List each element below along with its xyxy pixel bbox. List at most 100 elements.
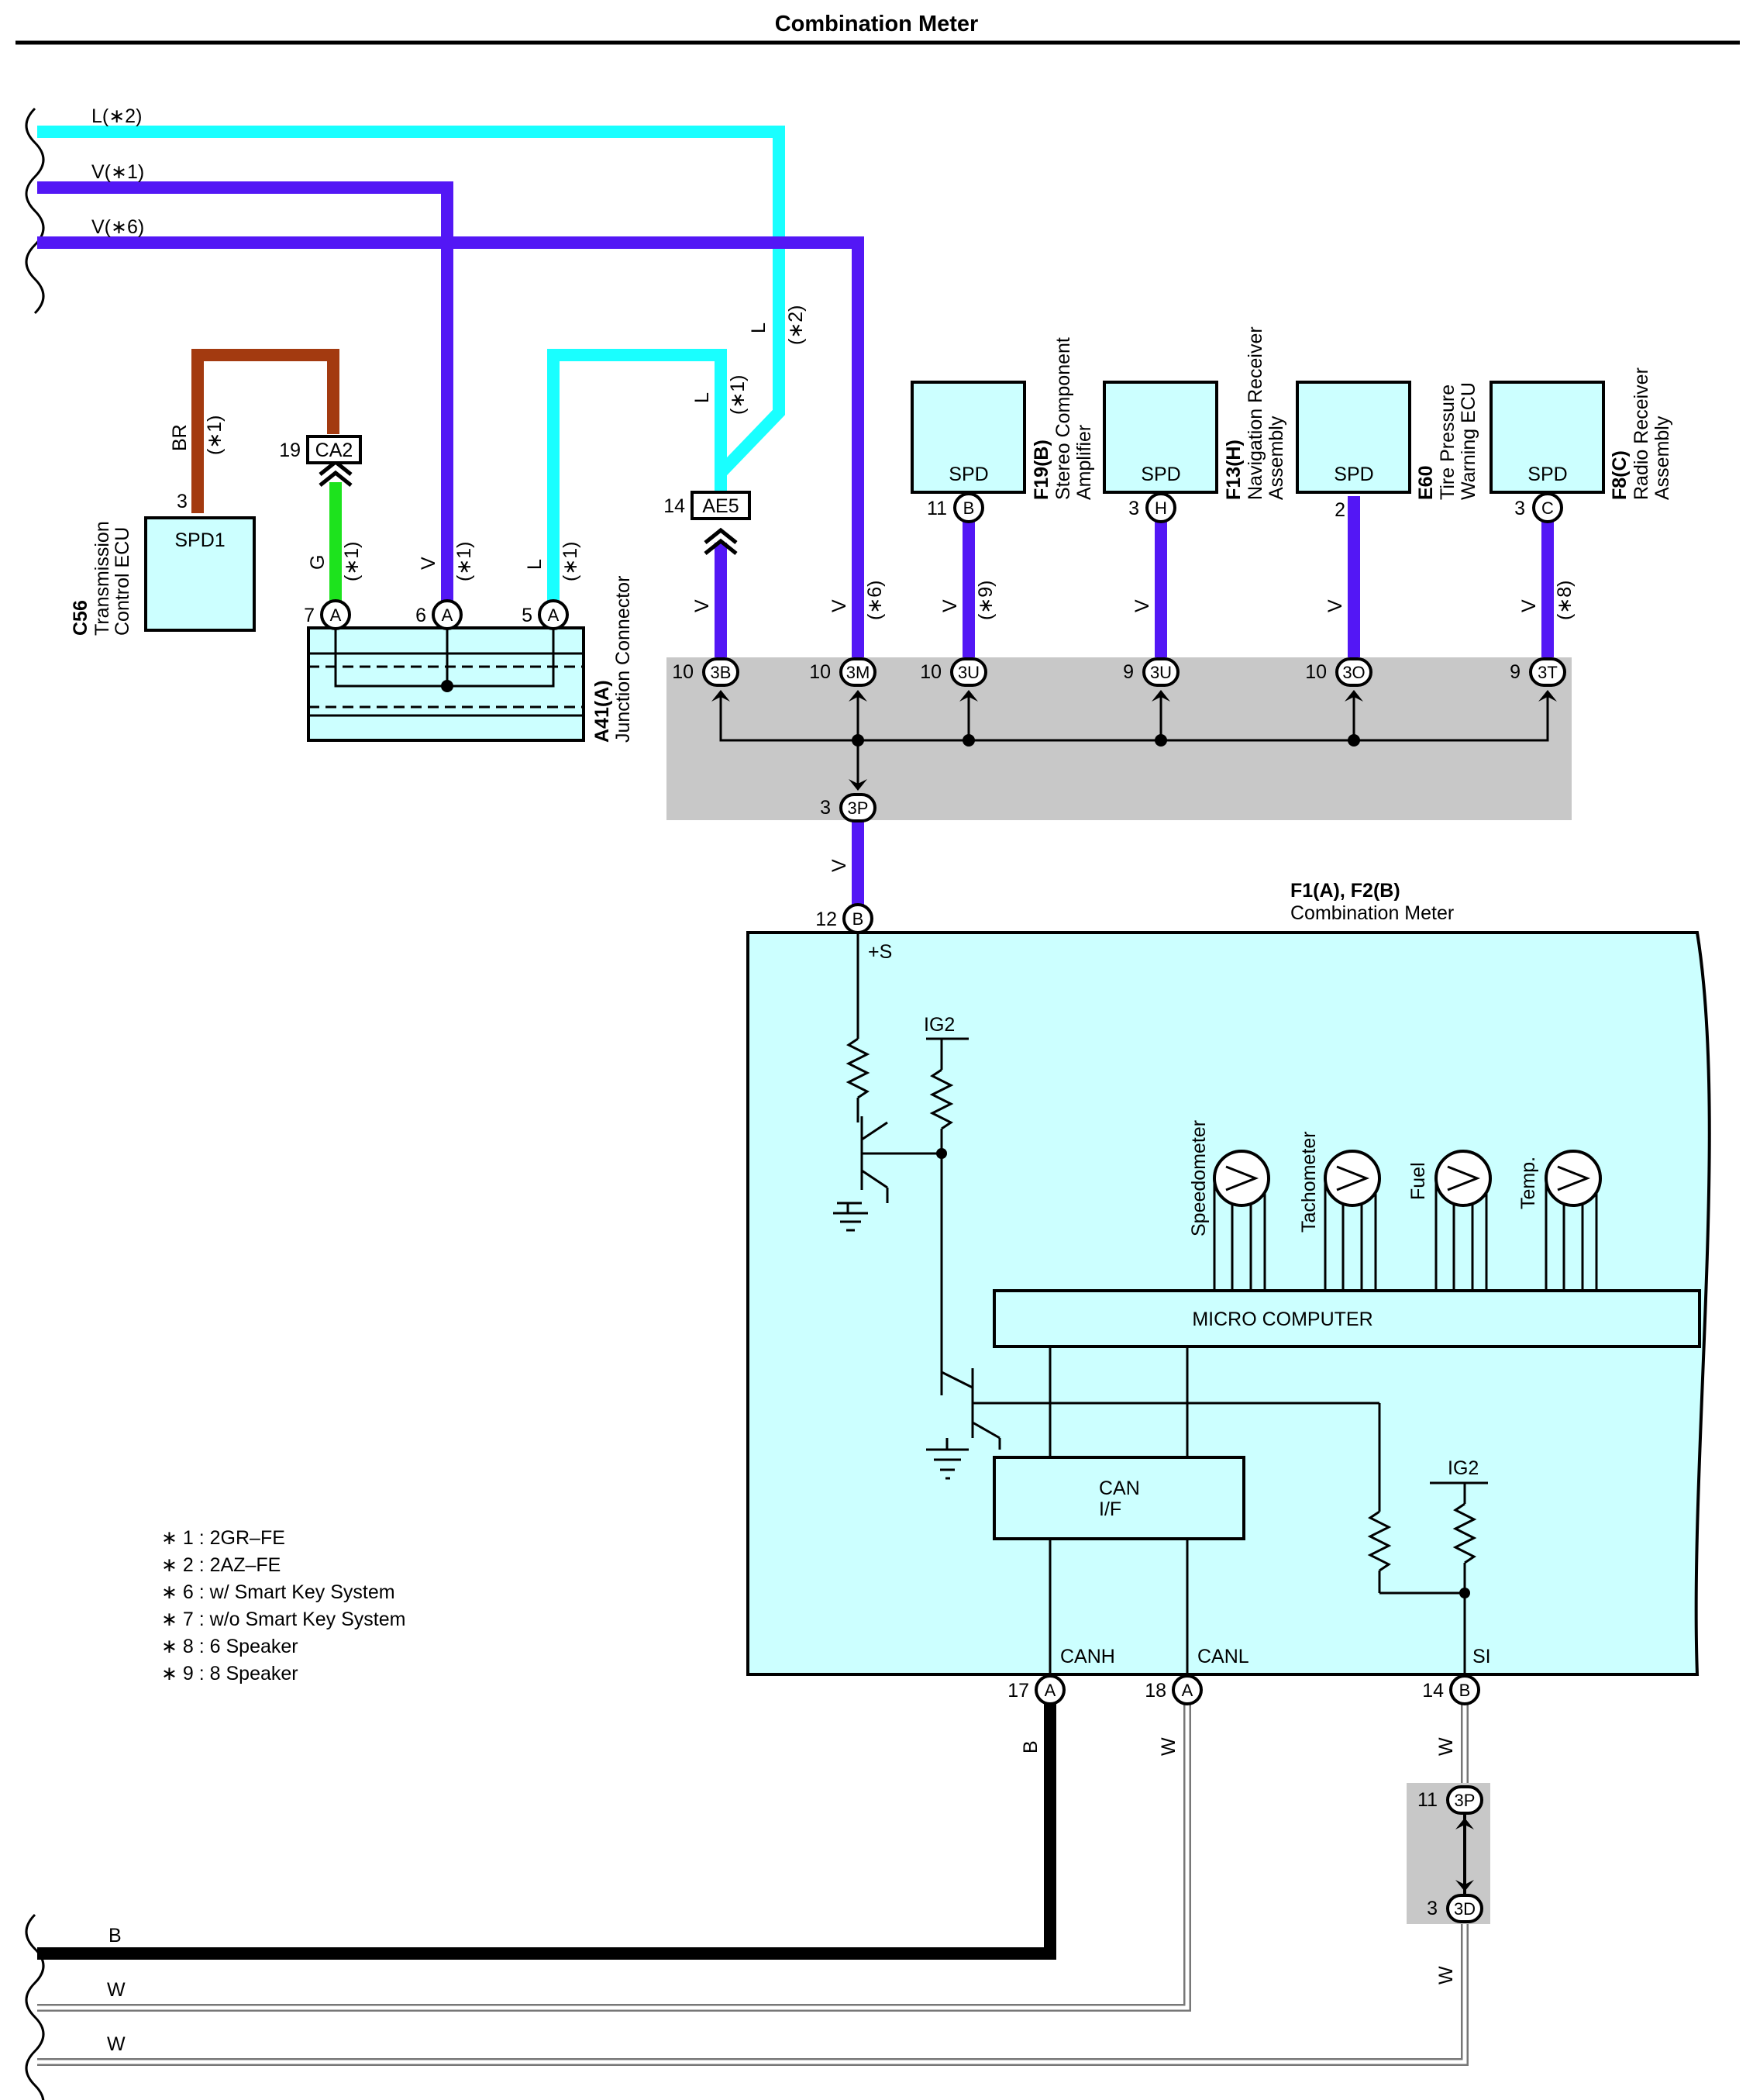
wl-l-a5: L <box>524 559 546 570</box>
wire-label-v6: V(∗6) <box>91 216 144 238</box>
micro-computer-block <box>993 1289 1701 1348</box>
e60-name2: Warning ECU <box>1458 382 1479 500</box>
if-label: I/F <box>1099 1498 1121 1520</box>
wire-w-canl-inner <box>37 1702 1190 2010</box>
a5-pin: 5 <box>522 605 532 626</box>
f13-terminal: SPD <box>1141 464 1180 485</box>
e60-terminal: SPD <box>1334 464 1373 485</box>
top-components <box>911 381 1605 494</box>
wire-w-si-inner <box>37 1702 1467 2064</box>
c56-component <box>144 516 256 632</box>
a41-name: Junction Connector <box>612 576 634 743</box>
wl-br: BR <box>169 424 191 451</box>
canh-label: CANH <box>1060 1646 1115 1667</box>
j3p11-pin: 11 <box>1417 1789 1438 1811</box>
ma17-label: A <box>1045 1681 1056 1700</box>
f19-terminal: SPD <box>949 464 988 485</box>
wire-label-w2: W <box>107 2033 126 2055</box>
j3u2-pin: 9 <box>1123 661 1134 683</box>
wire-label-w1: W <box>107 1979 126 2001</box>
node-dot <box>1459 1588 1470 1598</box>
j3o-label: 3O <box>1342 663 1365 682</box>
legend: ∗ 1 : 2GR–FE ∗ 2 : 2AZ–FE ∗ 6 : w/ Smart… <box>161 1527 405 1684</box>
wl-l-top: L <box>748 322 770 333</box>
wl-v-3u2: V <box>1131 599 1153 612</box>
c56-name2: Control ECU <box>112 527 133 636</box>
j3u2-label: 3U <box>1150 663 1172 682</box>
mb14-label: B <box>1459 1681 1471 1700</box>
e60-pin: 2 <box>1335 499 1345 521</box>
wl-v-3t: V <box>1518 599 1540 612</box>
meter-pins <box>842 903 1480 1705</box>
wire-break-marks <box>25 107 45 2100</box>
c56-code: C56 <box>70 600 91 636</box>
f19-name2: Amplifier <box>1073 425 1095 500</box>
j3u1-label: 3U <box>958 663 980 682</box>
f13-conn: H <box>1155 498 1167 518</box>
j3d-label: 3D <box>1454 1899 1476 1919</box>
gauge-fuel-label: Fuel <box>1407 1162 1429 1200</box>
f8-name2: Assembly <box>1651 416 1673 500</box>
wire-label-v1: V(∗1) <box>91 161 144 183</box>
f8-code: F8(C) <box>1609 450 1631 500</box>
wl-v-3o: V <box>1324 599 1346 612</box>
a5-label: A <box>548 605 560 625</box>
wl-g-note: (∗1) <box>341 541 363 581</box>
legend-item: ∗ 1 : 2GR–FE <box>161 1527 285 1549</box>
f8-terminal: SPD <box>1527 464 1567 485</box>
page-title: Combination Meter <box>775 12 979 36</box>
wl-l-ae5: L <box>691 392 713 403</box>
j3b-pin: 10 <box>672 661 694 683</box>
e60-code: E60 <box>1415 466 1437 500</box>
ma17-pin: 17 <box>1007 1680 1029 1702</box>
ca2-connector <box>306 435 362 464</box>
f19-name1: Stereo Component <box>1052 337 1074 500</box>
ig2-top-label: IG2 <box>924 1014 955 1036</box>
wl-v-3t-note: (∗8) <box>1554 580 1576 620</box>
gauges <box>1213 1150 1602 1289</box>
legend-item: ∗ 7 : w/o Smart Key System <box>161 1609 405 1630</box>
wire-label-l2: L(∗2) <box>91 105 142 127</box>
a41-pins <box>320 599 569 630</box>
j3p-label: 3P <box>848 798 869 818</box>
mb12-label: B <box>852 909 864 929</box>
wire-br <box>191 349 339 513</box>
mb14-pin: 14 <box>1422 1680 1444 1702</box>
wl-v-3b: V <box>691 599 713 612</box>
connector-chevrons <box>319 459 738 555</box>
j3t-pin: 9 <box>1510 661 1521 683</box>
e60-name1: Tire Pressure <box>1437 384 1459 500</box>
wl-v-a6-note: (∗1) <box>453 541 475 581</box>
gauge-temp-label: Temp. <box>1517 1157 1539 1209</box>
a6-pin: 6 <box>415 605 426 626</box>
j3u1-pin: 10 <box>920 661 942 683</box>
wl-v-3u1: V <box>939 599 961 612</box>
wl-v-3p: V <box>828 859 850 872</box>
j3d-pin: 3 <box>1427 1898 1438 1919</box>
wl-v-3m-note: (∗6) <box>864 580 886 620</box>
ae5-connector <box>691 491 751 520</box>
top-pin-circles <box>953 492 1563 523</box>
wl-l-a5-note: (∗1) <box>560 541 581 581</box>
wl-v-3u1-note: (∗9) <box>975 580 997 620</box>
f13-pin: 3 <box>1128 498 1139 519</box>
j3m-label: 3M <box>846 663 870 682</box>
micro-computer-label: MICRO COMPUTER <box>1192 1309 1372 1330</box>
a7-pin: 7 <box>304 605 315 626</box>
f8-conn: C <box>1541 498 1554 518</box>
f19-code: F19(B) <box>1031 440 1052 500</box>
plus-s-label: +S <box>868 941 892 963</box>
f13-name1: Navigation Receiver <box>1245 326 1266 500</box>
j3p-pin: 3 <box>820 797 831 819</box>
violet-branches <box>715 496 1554 907</box>
j3p11-label: 3P <box>1455 1791 1476 1810</box>
wl-v-3m: V <box>828 599 850 612</box>
gauge-speedometer-label: Speedometer <box>1188 1120 1210 1236</box>
ig2-bottom-label: IG2 <box>1448 1457 1479 1479</box>
j3m-pin: 10 <box>809 661 831 683</box>
wl-br-note: (∗1) <box>204 415 226 455</box>
can-if-block <box>993 1456 1245 1540</box>
junction-connectors <box>702 657 1566 1923</box>
canl-label: CANL <box>1197 1646 1249 1667</box>
